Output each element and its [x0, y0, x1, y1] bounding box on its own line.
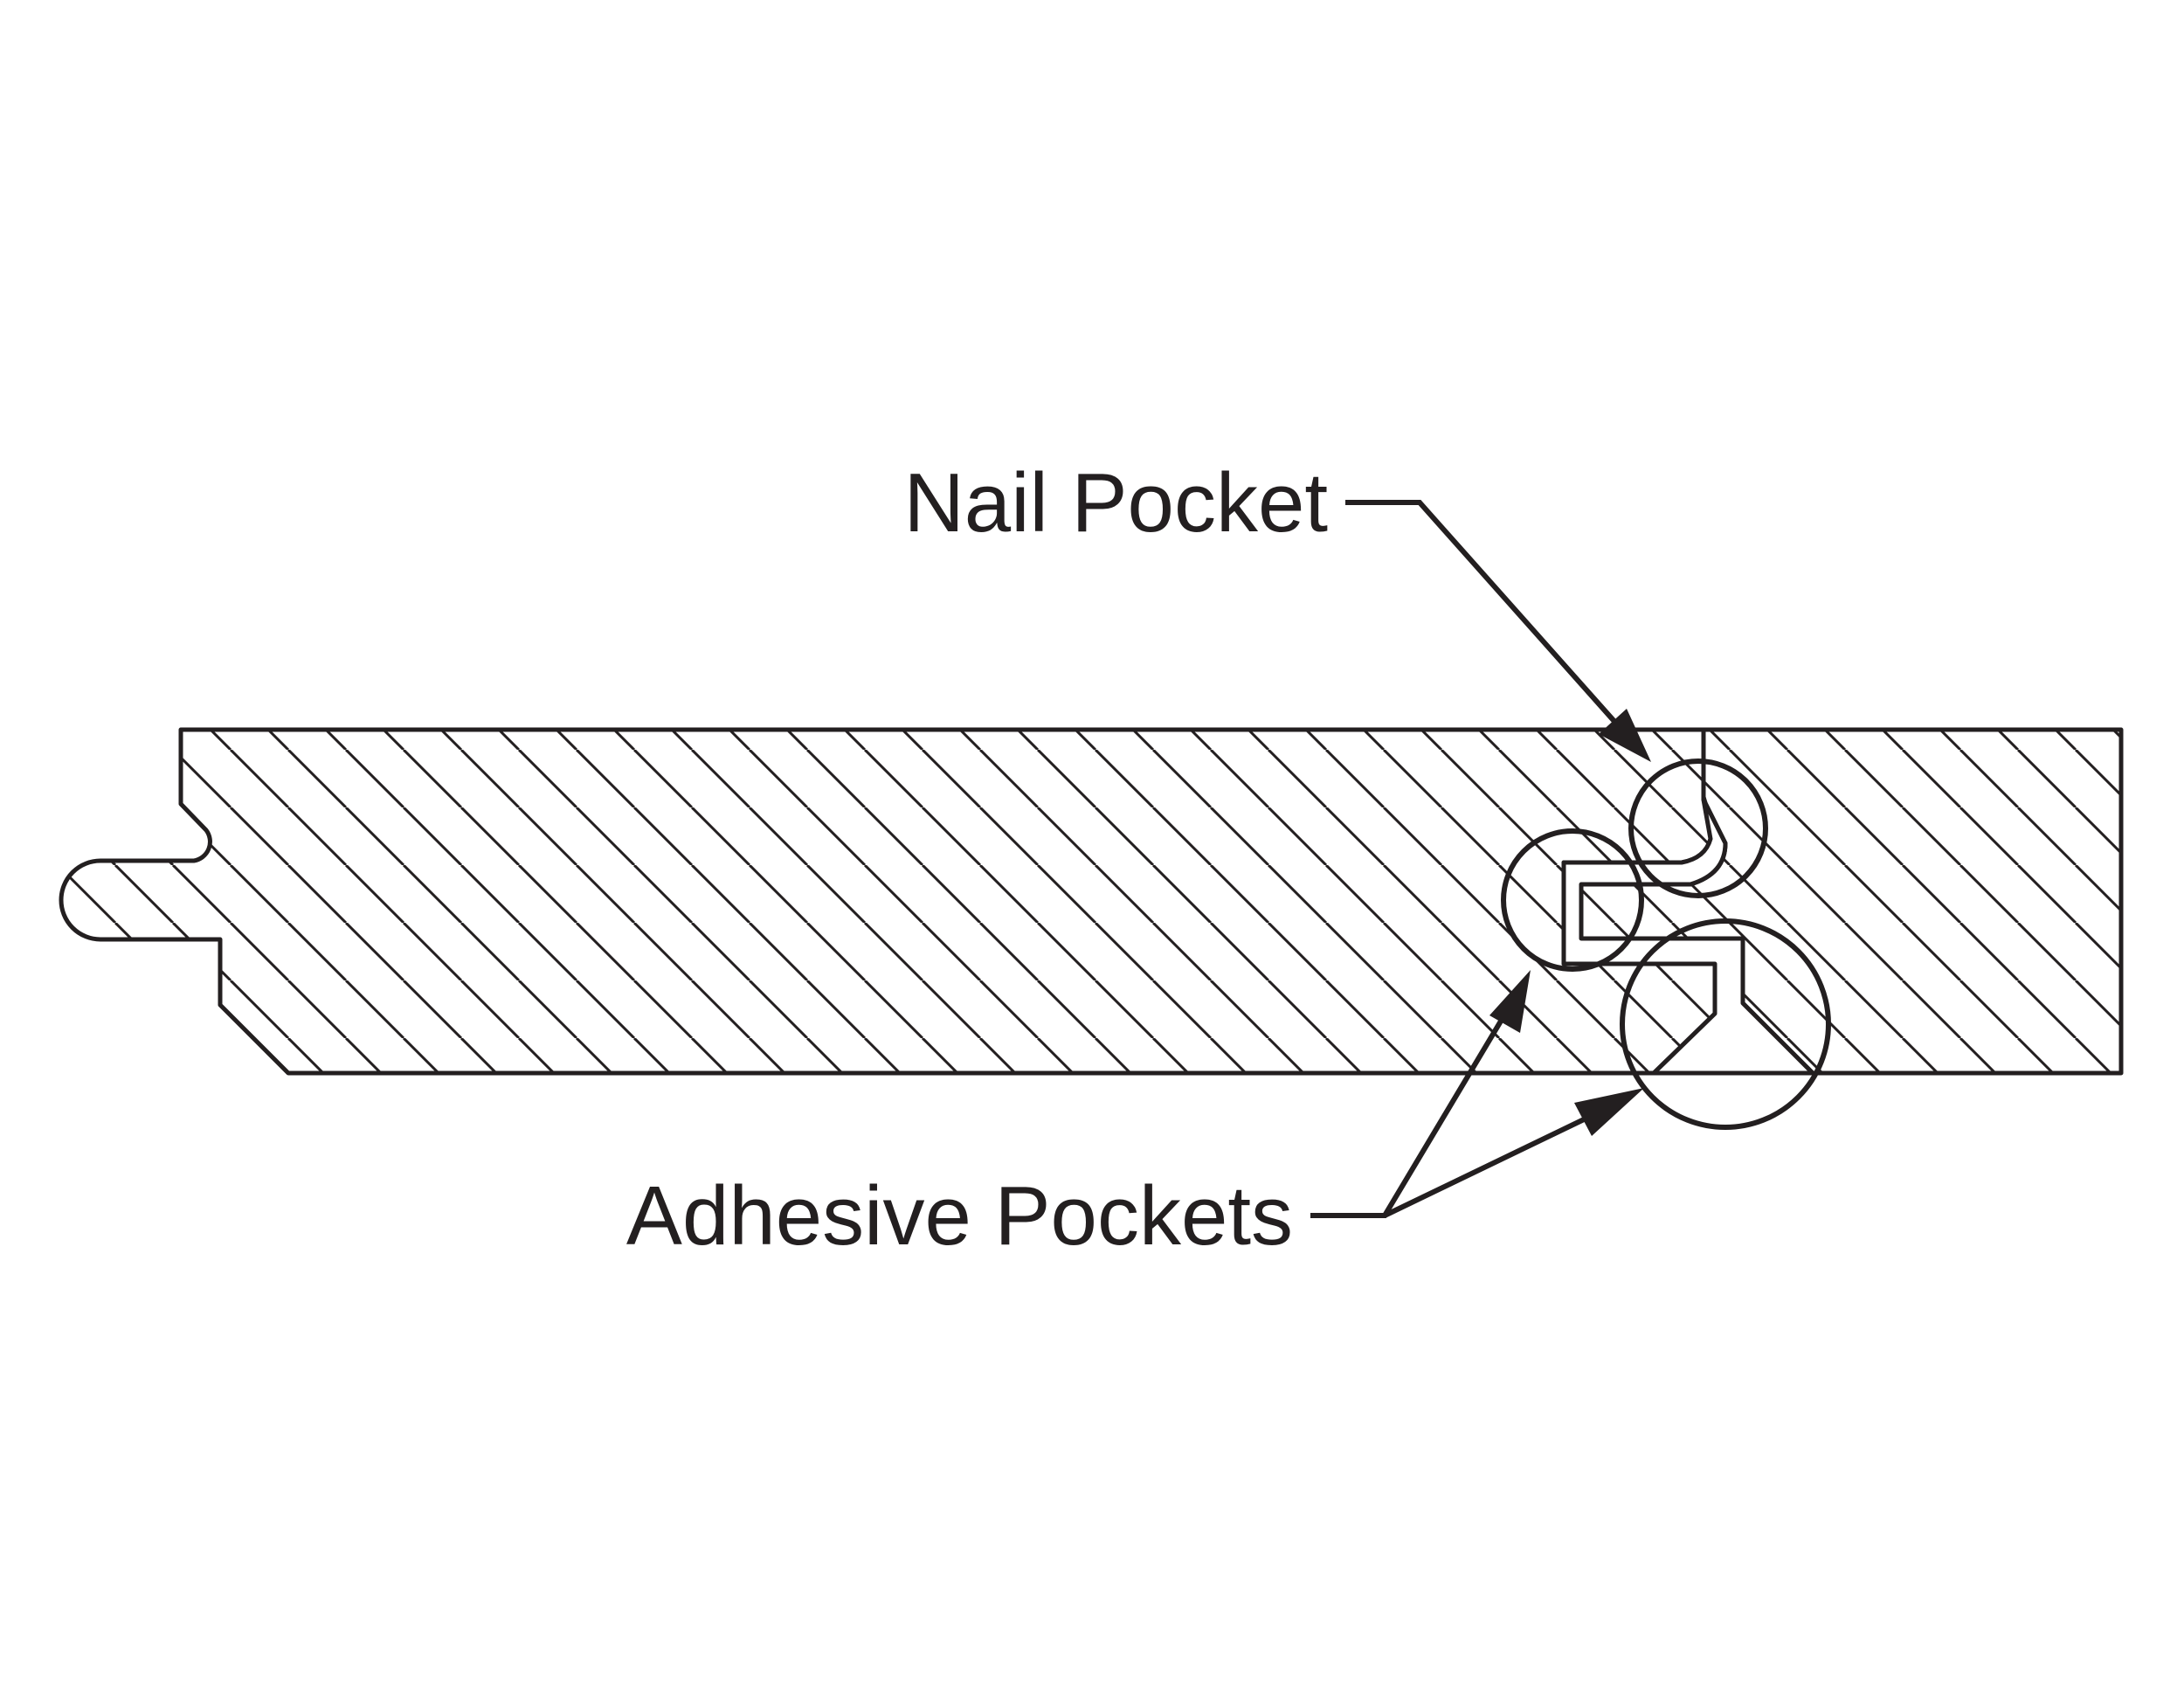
- adhesive-pocket-circle-upper: [1501, 828, 1644, 972]
- groove-gap: [1561, 797, 1815, 1076]
- adhesive-pockets-label: Adhesive Pockets: [626, 1169, 1293, 1263]
- hatched-board: [59, 727, 1717, 1076]
- adhesive-pockets-leader-lower: [1383, 1105, 1609, 1218]
- nail-pocket-leader: [1345, 500, 1635, 743]
- nail-pocket-label: Nail Pocket: [903, 456, 1328, 550]
- adhesive-pockets-arrowhead-upper: [1489, 970, 1531, 1033]
- adhesive-pocket-circle-lower: [1620, 918, 1831, 1130]
- adhesive-pockets-arrowhead-lower: [1574, 1088, 1644, 1136]
- nail-pocket-circle: [1628, 758, 1768, 898]
- nail-pocket-arrowhead: [1599, 709, 1651, 762]
